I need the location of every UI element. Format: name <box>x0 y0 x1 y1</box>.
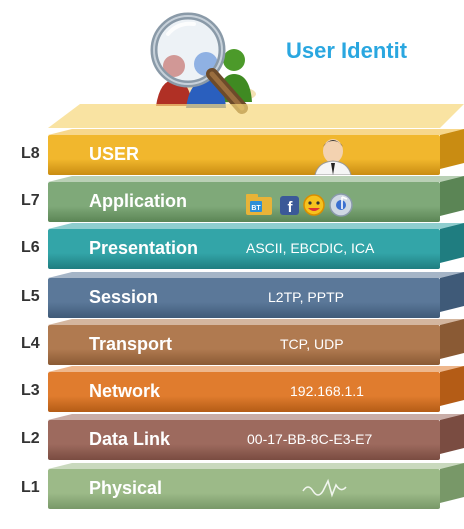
facebook-icon: f <box>280 196 299 216</box>
layer-side-edge <box>440 414 464 454</box>
bittorrent-icon: BT <box>246 194 272 215</box>
layer-name: Session <box>89 287 159 307</box>
layer-data-link: Data Link 00-17-BB-8C-E3-E7 <box>48 414 464 460</box>
itunes-icon <box>329 193 353 217</box>
layer-detail: 192.168.1.1 <box>290 383 364 399</box>
diagram-title: User Identit <box>286 38 408 63</box>
layer-level-label: L8 <box>21 145 40 162</box>
layer-level-label: L5 <box>21 288 40 305</box>
layer-name: Presentation <box>89 238 199 258</box>
layer-top-edge <box>48 129 464 135</box>
messenger-icon <box>303 194 325 216</box>
signal-wave-icon <box>302 478 347 498</box>
layer-side-edge <box>440 463 464 503</box>
layer-top-edge <box>48 366 464 372</box>
layer-top-edge <box>48 272 464 278</box>
layer-session: Session L2TP, PPTP <box>48 272 464 318</box>
layer-level-label: L1 <box>21 479 40 496</box>
layer-name: Network <box>89 381 161 401</box>
layer-side-edge <box>440 319 464 359</box>
layer-user: USER <box>48 129 464 175</box>
layer-level-label: L2 <box>21 430 40 447</box>
layer-side-edge <box>440 176 464 216</box>
layer-name: Application <box>89 191 187 211</box>
svg-text:BT: BT <box>251 205 261 212</box>
layer-top-edge <box>48 223 464 229</box>
user-avatar-icon <box>314 139 352 175</box>
layer-name: Transport <box>89 334 173 354</box>
layer-top-edge <box>48 463 464 469</box>
layer-presentation: Presentation ASCII, EBCDIC, ICA <box>48 223 464 269</box>
layer-detail: L2TP, PPTP <box>268 289 345 305</box>
layer-side-edge <box>440 223 464 263</box>
layer-detail: TCP, UDP <box>280 336 344 352</box>
layer-network: Network 192.168.1.1 <box>48 366 464 412</box>
layer-top-edge <box>48 319 464 325</box>
magnifier-users-logo <box>150 12 256 114</box>
layer-name: USER <box>89 144 140 164</box>
layer-level-label: L7 <box>21 192 40 209</box>
layer-name: Physical <box>89 478 163 498</box>
layer-side-edge <box>440 366 464 406</box>
layer-level-label: L6 <box>21 239 40 256</box>
layer-side-edge <box>440 129 464 169</box>
layer-detail: ASCII, EBCDIC, ICA <box>246 240 375 256</box>
application-icons: BT f <box>246 193 353 217</box>
layer-transport: Transport TCP, UDP <box>48 319 464 365</box>
layer-level-label: L3 <box>21 382 40 399</box>
layer-name: Data Link <box>89 429 171 449</box>
layer-side-edge <box>440 272 464 312</box>
layer-top-edge <box>48 176 464 182</box>
layer-physical: Physical <box>48 463 464 509</box>
svg-text:f: f <box>288 199 294 216</box>
layer-top-edge <box>48 414 464 420</box>
layer-detail: 00-17-BB-8C-E3-E7 <box>247 431 373 447</box>
layer-level-label: L4 <box>21 335 40 352</box>
